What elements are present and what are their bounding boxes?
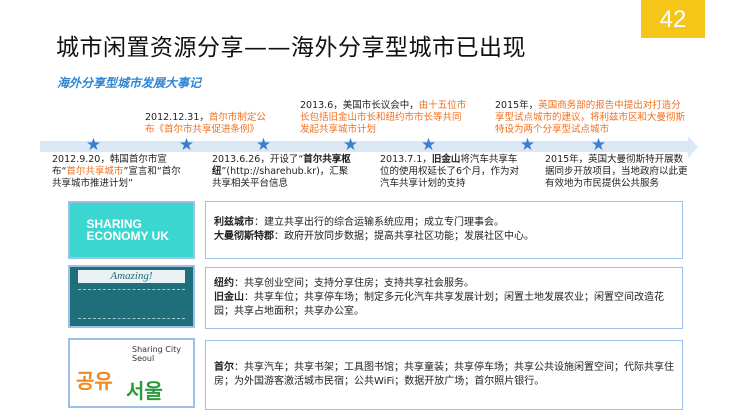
image-caption: Sharing City Seoul <box>132 345 181 363</box>
star-icon: ★ <box>590 135 607 155</box>
timeline-event: 2013.7.1，旧金山将汽车共享车位的使用权延长了6个月，作为对汽车共享计划的… <box>380 154 520 189</box>
star-icon: ★ <box>178 135 195 155</box>
star-icon: ★ <box>255 135 272 155</box>
sharing-economy-uk-image: SHARING ECONOMY UK <box>68 201 195 259</box>
seoul-logo-mark: 서울 <box>126 379 163 403</box>
star-icon: ★ <box>519 135 536 155</box>
image-caption: Amazing! <box>78 270 185 283</box>
icon-grid <box>78 289 185 319</box>
timeline-arrow-head <box>688 136 698 158</box>
star-icon: ★ <box>420 135 437 155</box>
case-box-us: 纽约：共享创业空间；支持分享住房；支持共享社会服务。 旧金山：共享车位；共享停车… <box>205 267 683 329</box>
case-box-seoul: 首尔：共享汽车；共享书架；工具图书馆；共享童装；共享停车场；共享公共设施闲置空间… <box>205 340 683 410</box>
timeline-event: 2015年，英国商务部的报告中提出对打造分享型试点城市的建议，将利兹市区和大曼彻… <box>495 100 686 135</box>
star-icon: ★ <box>342 135 359 155</box>
star-icon: ★ <box>85 135 102 155</box>
timeline-event: 2012.12.31，首尔市制定公布《首尔市共享促进条例》 <box>145 112 266 135</box>
image-caption: SHARING ECONOMY UK <box>86 217 169 243</box>
timeline-event: 2013.6，美国市长议会中，由十五位市长包括旧金山市长和纽约市市长等共同发起共… <box>300 100 467 135</box>
sharing-city-seoul-logo: 공유 서울 Sharing City Seoul <box>68 338 195 408</box>
timeline-event: 2012.9.20，韩国首尔市宣布“首尔共享城市”宣言和“首尔共享城市推进计划” <box>52 154 181 189</box>
page-number-badge: 42 <box>641 0 705 38</box>
timeline-arrow-band <box>40 141 688 152</box>
case-box-uk: 利兹城市：建立共享出行的综合运输系统应用；成立专门理事会。 大曼彻斯特郡：政府开… <box>205 201 683 259</box>
timeline-event: 2015年，英国大曼彻斯特开展数据同步开放项目，当地政府以此更有效地为市民提供公… <box>545 154 688 189</box>
timeline-event: 2013.6.26，开设了“首尔共享枢纽”(http://sharehub.kr… <box>212 154 351 189</box>
page-title: 城市闲置资源分享——海外分享型城市已出现 <box>56 35 526 61</box>
timeline-subtitle: 海外分享型城市发展大事记 <box>57 76 202 90</box>
seoul-logo-mark: 공유 <box>76 369 113 393</box>
amazing-image: Amazing! <box>68 265 195 328</box>
